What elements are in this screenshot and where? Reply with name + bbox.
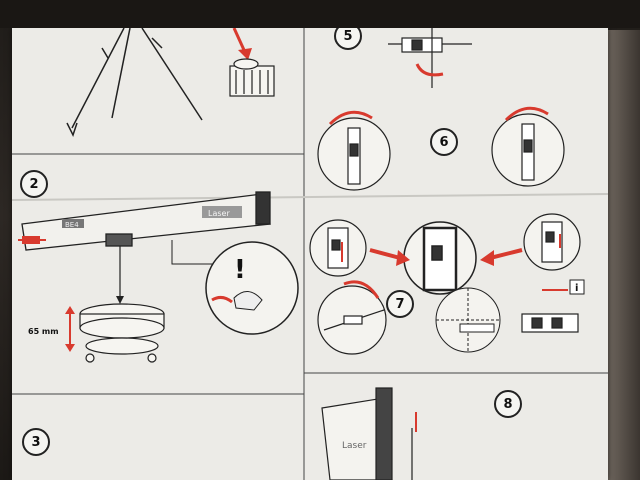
step-number-text: 2 xyxy=(29,176,39,192)
step-number-2: 2 xyxy=(20,170,48,198)
step-number-7: 7 xyxy=(386,290,414,318)
step-number-3: 3 xyxy=(22,428,50,456)
height-arrow xyxy=(65,306,75,352)
align-left xyxy=(309,219,367,277)
badge-text: BE4 xyxy=(65,221,79,229)
step5-device xyxy=(388,28,472,88)
illustration-layer: BE4 Laser 65 mm xyxy=(12,28,608,480)
base-box xyxy=(229,58,275,97)
pointer-line xyxy=(171,240,220,265)
step7-mid xyxy=(435,287,501,353)
step7-right xyxy=(521,289,579,333)
step-number-8: 8 xyxy=(494,390,522,418)
step-number-text: 5 xyxy=(343,28,353,44)
fold-crease xyxy=(12,193,608,201)
height-label: 65 mm xyxy=(28,327,59,336)
arrow-right-icon xyxy=(369,248,410,266)
step8-device xyxy=(321,387,417,480)
laser-bar xyxy=(21,191,271,251)
step-number-text: 6 xyxy=(439,134,449,150)
red-laser-icon xyxy=(18,236,46,244)
hand-icon xyxy=(233,291,263,311)
warning-icon: ! xyxy=(234,255,246,285)
tribrach-stand xyxy=(79,303,165,363)
align-center xyxy=(403,221,477,295)
info-icon-text: i xyxy=(575,283,578,294)
info-icon xyxy=(569,279,585,295)
step-number-text: 3 xyxy=(31,434,41,450)
top-shadow xyxy=(0,0,640,28)
warning-inset xyxy=(205,241,299,335)
arrow-left-icon xyxy=(480,248,523,266)
device-label-box xyxy=(202,206,242,218)
red-arrow-icon xyxy=(211,295,233,304)
badge-box xyxy=(62,219,84,228)
step7-left xyxy=(317,280,387,355)
step6-left xyxy=(317,110,391,191)
instruction-sheet: BE4 Laser 65 mm xyxy=(12,22,608,480)
step6-right xyxy=(491,106,565,187)
step-number-6: 6 xyxy=(430,128,458,156)
step-number-text: 7 xyxy=(395,296,405,312)
step-number-text: 8 xyxy=(503,396,513,412)
tripod-illustration xyxy=(66,28,203,137)
step8-device-label: Laser xyxy=(342,441,367,451)
device-label: Laser xyxy=(208,209,230,218)
align-right xyxy=(523,213,581,271)
arrow-down-icon xyxy=(232,28,252,60)
